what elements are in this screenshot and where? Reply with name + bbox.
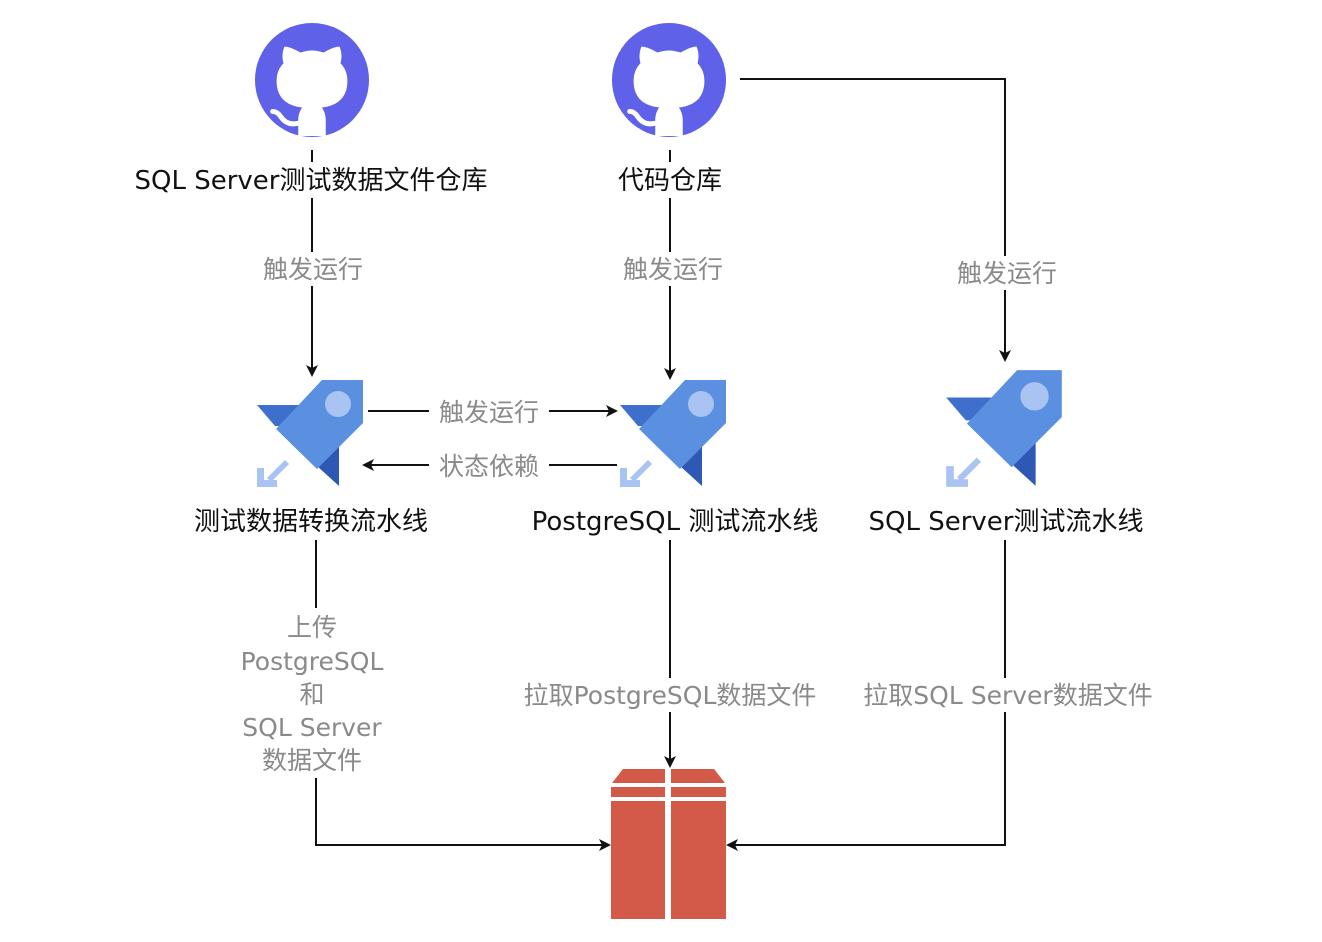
azure-pipelines-icon[interactable] (257, 380, 363, 487)
edge-label-trigger: 触发运行 (613, 252, 733, 286)
node-label-sqlserver-pipeline[interactable]: SQL Server测试流水线 (860, 503, 1152, 539)
edge-label-pull-sqlserver: 拉取SQL Server数据文件 (849, 678, 1167, 712)
node-label-sqlserver-data-repo[interactable]: SQL Server测试数据文件仓库 (125, 162, 497, 198)
edge-label-trigger: 触发运行 (429, 395, 549, 429)
node-label: SQL Server测试数据文件仓库 (135, 166, 488, 196)
node-label: SQL Server测试流水线 (869, 507, 1144, 537)
github-icon[interactable] (612, 23, 726, 137)
edge-label-text: 数据文件 (262, 746, 362, 775)
node-label-data-convert-pipeline[interactable]: 测试数据转换流水线 (182, 503, 440, 539)
edge-label-trigger: 触发运行 (947, 256, 1067, 290)
edge-label-upload: 上传 PostgreSQL 和 SQL Server 数据文件 (232, 608, 392, 778)
artifact-storage-icon[interactable] (611, 769, 726, 919)
edge-label-text: 状态依赖 (439, 452, 539, 481)
github-icon[interactable] (255, 23, 369, 137)
node-label: 测试数据转换流水线 (194, 507, 428, 537)
edge-label-text: 触发运行 (263, 255, 363, 284)
edge-label-text: 拉取SQL Server数据文件 (863, 681, 1152, 710)
edge-label-text: 触发运行 (439, 398, 539, 427)
azure-pipelines-icon[interactable] (620, 380, 726, 487)
edge-label-text: 上传 (287, 613, 337, 642)
edge-coderepo-to-sqlserver (740, 78, 1011, 362)
edge-label-text: 和 (299, 680, 324, 709)
node-label: PostgreSQL 测试流水线 (532, 507, 819, 537)
edge-label-status-dependency: 状态依赖 (429, 449, 549, 483)
edge-label-pull-postgres: 拉取PostgreSQL数据文件 (507, 678, 833, 712)
edge-label-text: 触发运行 (623, 255, 723, 284)
edge-label-text: SQL Server (242, 713, 382, 742)
edge-label-text: 触发运行 (957, 259, 1057, 288)
node-label: 代码仓库 (618, 166, 722, 196)
node-label-code-repo[interactable]: 代码仓库 (610, 162, 730, 198)
edge-label-text: PostgreSQL (241, 647, 384, 676)
edge-label-text: 拉取PostgreSQL数据文件 (524, 681, 817, 710)
node-label-postgres-pipeline[interactable]: PostgreSQL 测试流水线 (520, 503, 830, 539)
edge-sqlserver-to-storage (726, 540, 1006, 851)
edge-label-trigger: 触发运行 (254, 252, 372, 286)
azure-pipelines-icon[interactable] (946, 370, 1062, 487)
